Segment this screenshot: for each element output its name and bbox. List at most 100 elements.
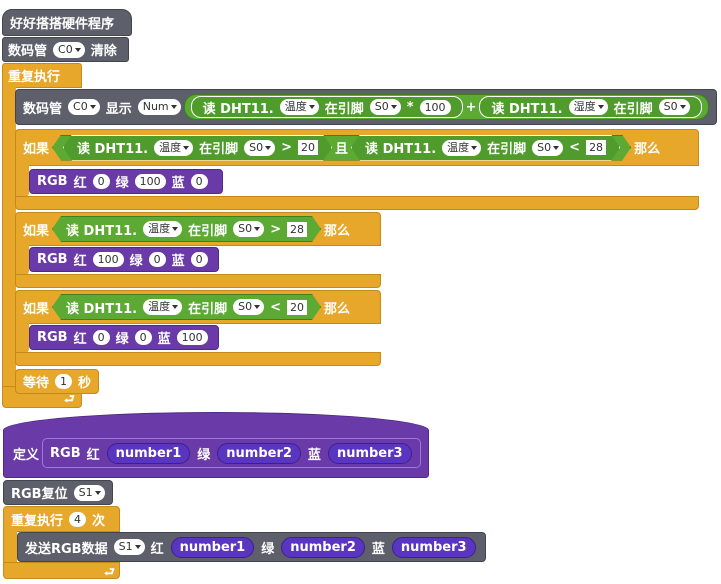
block-label: 在引脚: [188, 301, 228, 317]
define-custom-block[interactable]: 定义 RGB 红 number1 绿 number2 蓝 number3: [3, 412, 429, 478]
custom-block-prototype[interactable]: RGB 红 number1 绿 number2 蓝 number3: [42, 438, 421, 468]
port-dropdown[interactable]: C0: [68, 99, 100, 115]
sensor-type-dropdown[interactable]: 温度: [154, 140, 193, 156]
green-input[interactable]: 0: [148, 252, 166, 267]
if-block-2-foot: [15, 274, 381, 288]
block-label: RGB: [37, 174, 68, 189]
block-label: 蓝: [371, 541, 385, 557]
if-block-2[interactable]: 如果 读 DHT11. 温度 在引脚 S0 > 28 那么: [15, 212, 381, 246]
pin-dropdown[interactable]: S0: [233, 299, 264, 315]
program-start-hat-block[interactable]: 好好搭搭硬件程序: [2, 9, 132, 36]
lt-comparison-block[interactable]: 读 DHT11. 温度 在引脚 S0 < 28: [351, 135, 620, 161]
param-number2[interactable]: number2: [217, 442, 301, 464]
block-label: 绿: [261, 541, 275, 557]
block-label: 读 DHT11.: [365, 142, 437, 157]
multiply-operator-block[interactable]: 读 DHT11. 温度 在引脚 S0 * 100: [190, 96, 463, 118]
block-label: 在引脚: [188, 223, 228, 239]
block-label: 红: [73, 332, 87, 347]
operator-symbol: <: [270, 299, 282, 315]
rgb-set-block-1[interactable]: RGB 红 0 绿 100 蓝 0: [29, 169, 223, 194]
repeat-count-input[interactable]: 4: [69, 511, 87, 527]
pin-dropdown[interactable]: S0: [658, 99, 690, 115]
blue-input[interactable]: 100: [176, 330, 208, 345]
pin-dropdown[interactable]: S0: [369, 99, 401, 115]
block-label: 蓝: [307, 447, 321, 463]
sensor-type-dropdown[interactable]: 温度: [442, 140, 481, 156]
send-rgb-data-block[interactable]: 发送RGB数据 S1 红 number1 绿 number2 蓝 number3: [17, 532, 486, 562]
block-label: 红: [86, 447, 100, 463]
block-label: 数码管: [23, 101, 63, 117]
operator-symbol: >: [281, 140, 293, 155]
param-number1[interactable]: number1: [106, 442, 191, 464]
sensor-type-dropdown[interactable]: 温度: [143, 221, 182, 237]
gt-comparison-block[interactable]: 读 DHT11. 温度 在引脚 S0 > 28: [52, 216, 321, 242]
block-label: 定义: [13, 447, 40, 463]
forever-loop-block[interactable]: 重复执行: [2, 63, 82, 88]
block-label: 蓝: [171, 176, 185, 191]
block-label: 发送RGB数据: [25, 541, 108, 557]
if-block-3-arm: [15, 323, 29, 353]
rgb-reset-block[interactable]: RGB复位 S1: [3, 480, 113, 505]
threshold-input[interactable]: 28: [586, 140, 606, 155]
block-label: 数码管: [8, 44, 48, 59]
pin-dropdown[interactable]: S1: [73, 484, 105, 501]
block-label: 秒: [78, 376, 92, 391]
rgb-set-block-2[interactable]: RGB 红 100 绿 0 蓝 0: [29, 247, 219, 272]
sensor-type-dropdown[interactable]: 湿度: [568, 99, 608, 115]
operator-symbol: *: [406, 99, 414, 115]
rgb-set-block-3[interactable]: RGB 红 0 绿 0 蓝 100: [29, 325, 219, 350]
param-number3[interactable]: number3: [327, 442, 412, 464]
red-input[interactable]: 0: [92, 174, 110, 189]
block-label: 重复执行: [11, 513, 64, 529]
wait-seconds-input[interactable]: 1: [55, 374, 73, 389]
block-label: 那么: [324, 223, 351, 239]
pin-dropdown[interactable]: S1: [113, 539, 145, 555]
sensor-type-dropdown[interactable]: 温度: [279, 99, 319, 115]
red-input[interactable]: 100: [92, 252, 124, 267]
pin-dropdown[interactable]: S0: [244, 140, 275, 156]
block-label: 且: [335, 142, 349, 157]
multiplier-input[interactable]: 100: [419, 99, 451, 115]
green-input[interactable]: 100: [134, 174, 166, 189]
display-mode-dropdown[interactable]: Num: [137, 99, 181, 115]
display-clear-block[interactable]: 数码管 C0 清除: [2, 37, 129, 62]
block-label: 蓝: [171, 254, 185, 269]
param-number3[interactable]: number3: [391, 536, 476, 558]
display-number-block[interactable]: 数码管 C0 显示 Num 读 DHT11. 温度 在引脚 S0 * 100 +…: [15, 89, 717, 125]
humidity-reporter-block[interactable]: 读 DHT11. 湿度 在引脚 S0: [479, 96, 702, 118]
block-label: 在引脚: [613, 101, 653, 117]
threshold-input[interactable]: 20: [298, 140, 318, 155]
pin-dropdown[interactable]: S0: [233, 221, 264, 237]
param-number1[interactable]: number1: [170, 536, 255, 558]
wait-block[interactable]: 等待 1 秒: [15, 369, 99, 394]
threshold-input[interactable]: 20: [287, 300, 307, 315]
gt-comparison-block[interactable]: 读 DHT11. 温度 在引脚 S0 > 20: [63, 135, 332, 161]
green-input[interactable]: 0: [134, 330, 152, 345]
block-label: 等待: [23, 376, 50, 391]
block-label: 读 DHT11.: [77, 142, 149, 157]
forever-loop-arm: [2, 87, 16, 387]
block-label: 如果: [23, 223, 50, 239]
pin-dropdown[interactable]: S0: [532, 140, 563, 156]
block-label: 那么: [634, 142, 661, 157]
if-block-3[interactable]: 如果 读 DHT11. 温度 在引脚 S0 < 20 那么: [15, 290, 381, 324]
blue-input[interactable]: 0: [190, 174, 208, 189]
block-label: 读 DHT11.: [491, 101, 563, 117]
sum-operator-block[interactable]: 读 DHT11. 温度 在引脚 S0 * 100 + 读 DHT11. 湿度 在…: [183, 94, 709, 120]
operator-symbol: +: [465, 99, 477, 115]
block-label: 那么: [324, 301, 351, 317]
if-block-1-arm: [15, 165, 29, 197]
repeat-block[interactable]: 重复执行 4 次: [3, 506, 120, 532]
port-dropdown[interactable]: C0: [53, 41, 85, 58]
param-number2[interactable]: number2: [281, 536, 365, 558]
sensor-type-dropdown[interactable]: 温度: [143, 299, 182, 315]
block-label: 读 DHT11.: [202, 101, 274, 117]
threshold-input[interactable]: 28: [287, 222, 307, 237]
lt-comparison-block[interactable]: 读 DHT11. 温度 在引脚 S0 < 20: [52, 294, 321, 320]
red-input[interactable]: 0: [92, 330, 110, 345]
blue-input[interactable]: 0: [190, 252, 208, 267]
block-label: 绿: [197, 447, 211, 463]
if-block-1[interactable]: 如果 读 DHT11. 温度 在引脚 S0 > 20 且 读 DHT11. 温度…: [15, 129, 699, 166]
block-label: RGB复位: [11, 487, 68, 502]
and-operator-block[interactable]: 读 DHT11. 温度 在引脚 S0 > 20 且 读 DHT11. 温度 在引…: [52, 135, 631, 161]
